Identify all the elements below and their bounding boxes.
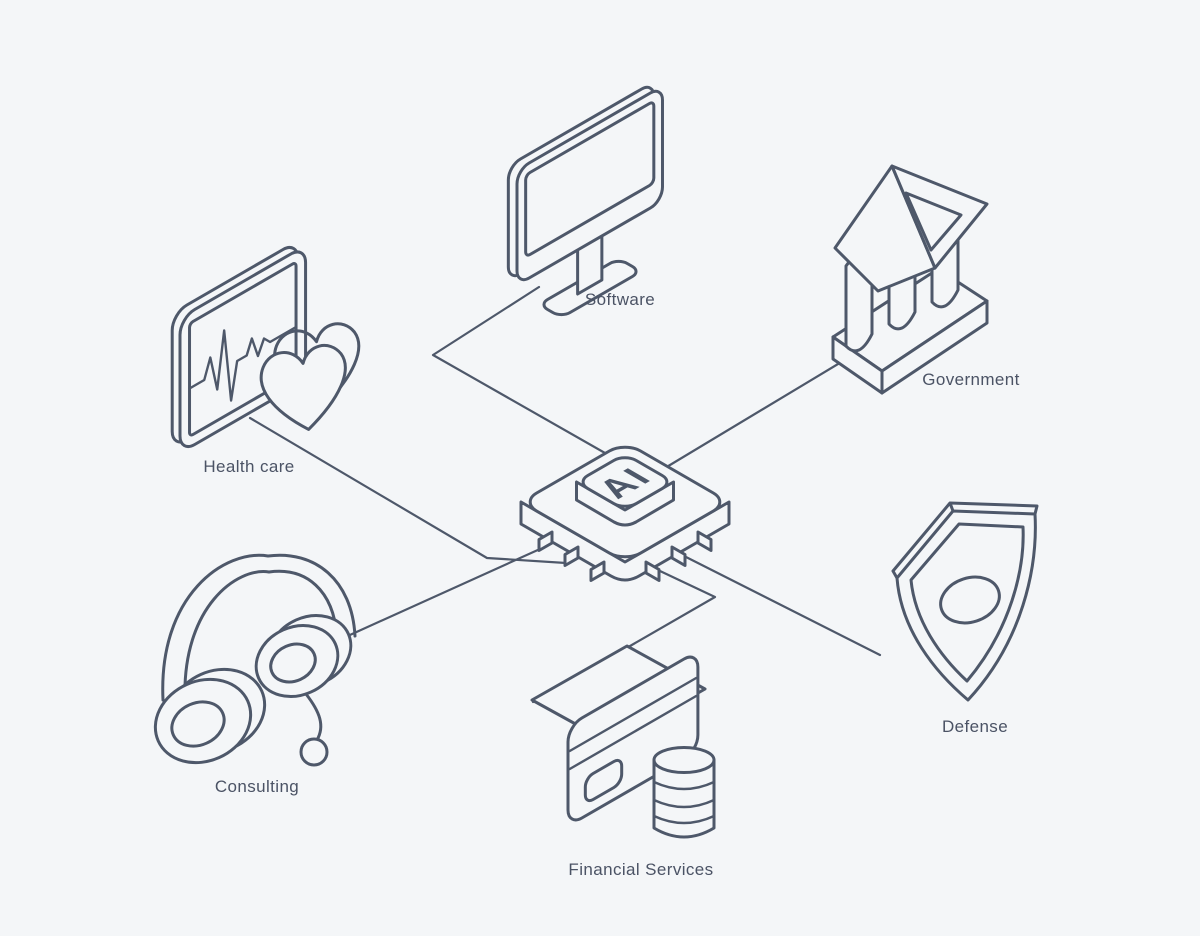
shield-emblem <box>939 575 1001 625</box>
monitor-icon <box>508 77 662 334</box>
bank-pediment-inner <box>904 191 963 252</box>
headband-outer <box>161 553 357 702</box>
headband-inner <box>183 569 339 702</box>
coin-stack-body <box>652 758 716 839</box>
connector-government <box>663 356 850 470</box>
credit-card-coins-icon <box>530 644 716 839</box>
mic-boom <box>304 692 323 742</box>
bank-icon <box>831 164 989 395</box>
ai-chip-icon: AI <box>519 442 731 582</box>
ekg-line <box>190 289 297 425</box>
bank-pediment <box>890 164 989 270</box>
chip-pin <box>537 530 554 552</box>
health-panel-screen <box>190 262 297 437</box>
chip-pin <box>644 560 661 582</box>
shield-icon <box>891 501 1039 702</box>
coin-separator <box>652 814 716 825</box>
label-government: Government <box>922 370 1020 389</box>
monitor-bezel <box>517 86 662 285</box>
connector-consulting <box>328 547 542 646</box>
chip-pin <box>696 530 713 552</box>
mic-ball <box>299 737 329 767</box>
coin-stack-top <box>652 746 716 774</box>
chip-core-sides <box>575 480 675 527</box>
label-consulting: Consulting <box>214 777 300 796</box>
credit-card <box>568 651 698 826</box>
label-software: Software <box>584 290 656 309</box>
chip-body <box>519 500 731 582</box>
shield-inner <box>909 522 1025 683</box>
connector-lines <box>248 285 882 704</box>
right-earcup-pad <box>269 642 317 684</box>
connector-defense <box>684 555 882 657</box>
chip-core-top <box>577 454 674 510</box>
coin-separator <box>652 780 716 791</box>
connector-healthcare <box>248 416 568 565</box>
monitor-screen <box>526 101 654 257</box>
chip-pin <box>670 545 687 567</box>
headset-icon <box>153 553 357 767</box>
heart-monitor-icon <box>172 237 361 458</box>
label-defense: Defense <box>941 717 1009 736</box>
heart <box>259 343 347 431</box>
chip-pin <box>563 545 580 567</box>
coin-separator <box>652 798 716 809</box>
card-stripe <box>570 678 696 769</box>
connector-software <box>431 285 614 459</box>
left-earcup-pad <box>170 700 226 748</box>
bank-base-side <box>880 299 989 395</box>
health-panel <box>180 246 306 454</box>
card-signature-box <box>585 757 621 804</box>
label-financial: Financial Services <box>568 860 714 879</box>
label-healthcare: Health care <box>203 457 295 476</box>
chip-pin <box>589 560 606 582</box>
